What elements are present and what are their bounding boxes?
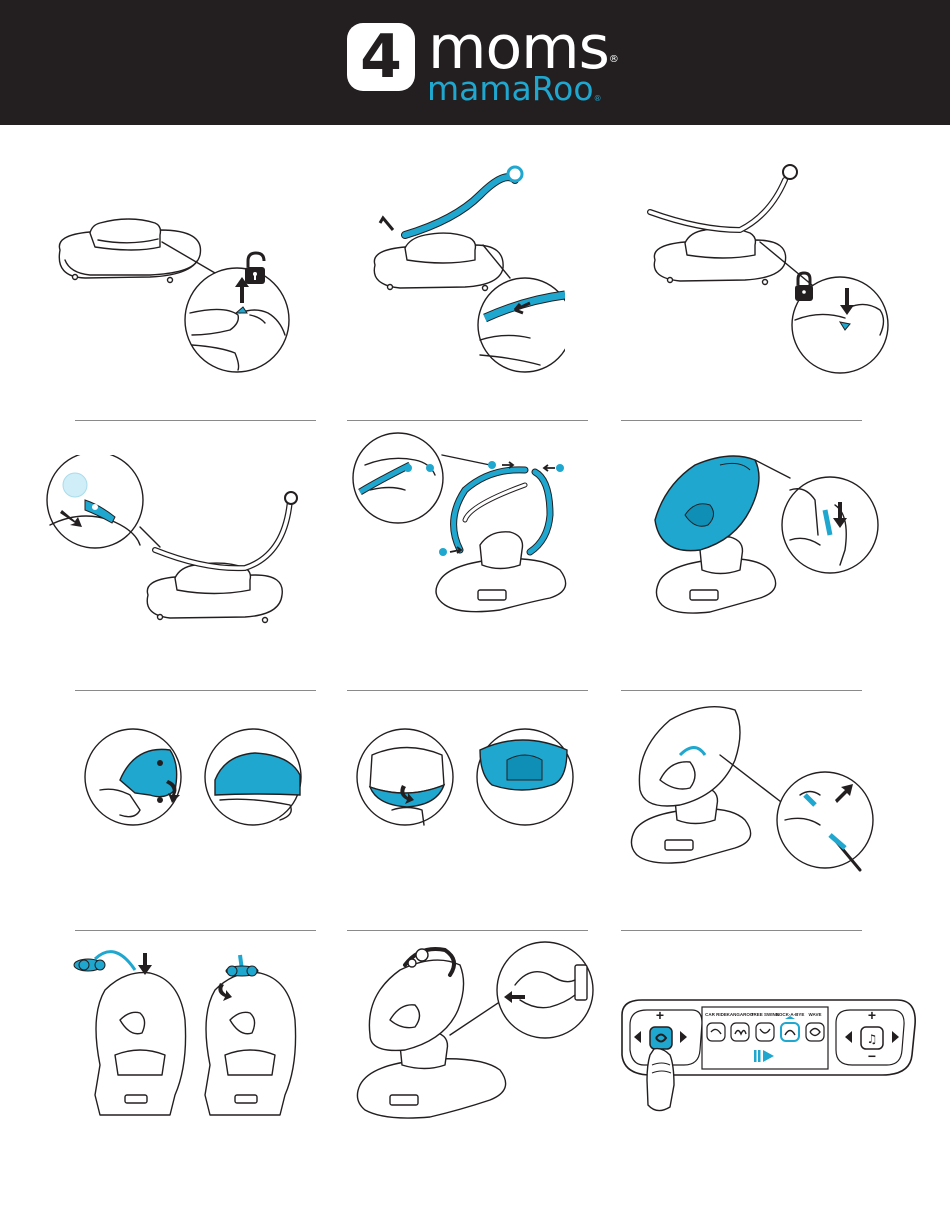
row-divider	[347, 420, 588, 421]
step-8-illustration	[352, 725, 582, 835]
right-plus-label: +	[868, 1007, 876, 1023]
product-name: mamaRoo®	[427, 72, 602, 105]
motion-car-ride-button[interactable]	[707, 1023, 725, 1041]
row-divider	[621, 690, 862, 691]
step-7-illustration	[80, 725, 310, 835]
motion-wave-button[interactable]	[806, 1023, 824, 1041]
right-minus-label: −	[868, 1048, 876, 1064]
brand-logo-mark: 4	[347, 23, 415, 91]
step-2-illustration	[365, 160, 565, 380]
step-11-illustration	[350, 935, 595, 1125]
step-5-illustration	[350, 430, 580, 620]
row-divider	[621, 420, 862, 421]
step-6-illustration	[640, 440, 885, 620]
lock-icon	[795, 273, 813, 301]
step-12-control-panel: + + − ♫ CAR RIDE KANGAROO TREE SWING ROC…	[612, 995, 922, 1115]
row-divider	[347, 690, 588, 691]
row-divider	[621, 930, 862, 931]
step-1-illustration	[40, 195, 320, 380]
brand-registered-mark: ®	[609, 54, 618, 65]
step-3-illustration	[640, 160, 900, 385]
step-9-illustration	[620, 700, 875, 875]
product-registered-mark: ®	[594, 94, 602, 103]
motion-tree-swing-button[interactable]	[756, 1023, 774, 1041]
unlock-icon	[245, 253, 265, 284]
arrow-left-icon	[544, 465, 555, 471]
motion-select-button[interactable]	[650, 1027, 672, 1049]
row-divider	[75, 690, 316, 691]
product-name-text: mamaRoo	[427, 69, 594, 108]
music-note-icon: ♫	[867, 1032, 878, 1046]
motion-rock-a-bye-button[interactable]	[781, 1023, 799, 1041]
left-plus-label: +	[656, 1007, 664, 1023]
motion-label: WAVE	[809, 1012, 822, 1017]
arrow-down-icon	[138, 953, 152, 975]
brand-logo-badge: 4	[347, 23, 415, 91]
row-divider	[347, 930, 588, 931]
row-divider	[75, 420, 316, 421]
header-bar: 4 moms® mamaRoo®	[0, 0, 950, 125]
step-10-illustration	[70, 945, 310, 1125]
arrow-left-icon	[380, 218, 393, 230]
row-divider	[75, 930, 316, 931]
step-4-illustration	[40, 455, 310, 630]
motion-label: CAR RIDE	[705, 1012, 727, 1017]
